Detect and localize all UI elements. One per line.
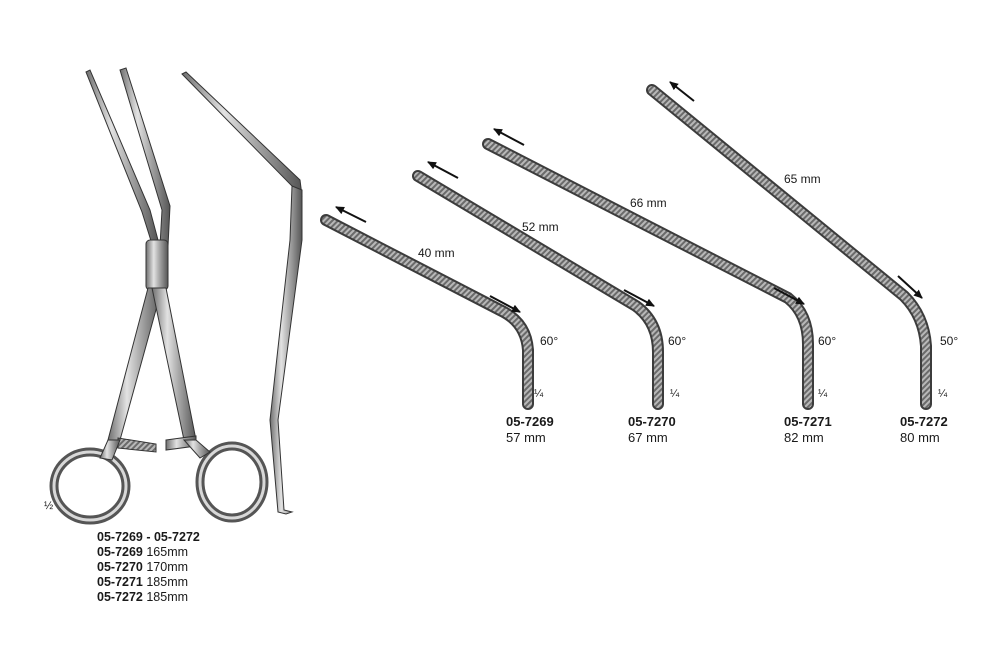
overview-item-length: 165mm	[146, 545, 189, 559]
jaw-drawing-05-7271	[482, 128, 814, 410]
clamp-front-view	[49, 67, 269, 525]
jaw-arrow-left	[427, 161, 459, 179]
jaw-code: 05-7272	[900, 414, 948, 429]
jaw-total-length: 57 mm	[506, 430, 546, 445]
overview-item-code: 05-7270	[97, 560, 143, 574]
jaw-code: 05-7270	[628, 414, 676, 429]
jaw-arrow-right	[897, 275, 923, 299]
overview-item-code: 05-7272	[97, 590, 143, 604]
jaw-total-length: 67 mm	[628, 430, 668, 445]
overview-item-code: 05-7269	[97, 545, 143, 559]
overview-item-length: 185mm	[146, 590, 189, 604]
jaw-scale: ¼	[670, 388, 680, 400]
overview-item-code: 05-7271	[97, 575, 143, 589]
jaw-scale: ¼	[534, 388, 544, 400]
overview-item-length: 185mm	[146, 575, 189, 589]
jaw-length-label: 40 mm	[418, 246, 455, 260]
overview-item: 05-7269 165mm	[97, 545, 188, 560]
jaw-scale: ¼	[938, 388, 948, 400]
jaw-arrow-right	[773, 287, 805, 305]
jaw-code: 05-7271	[784, 414, 832, 429]
jaw-arrow-right	[623, 289, 655, 307]
overview-item: 05-7270 170mm	[97, 560, 188, 575]
jaw-code: 05-7269	[506, 414, 554, 429]
jaw-drawing-05-7272	[646, 81, 932, 410]
overview-range: 05-7269 - 05-7272	[97, 530, 200, 544]
clamp-side-view	[181, 71, 303, 515]
jaw-length-label: 66 mm	[630, 196, 667, 210]
jaw-scale: ¼	[818, 388, 828, 400]
jaw-angle: 50°	[940, 334, 959, 348]
jaw-length-label: 65 mm	[784, 172, 821, 186]
overview-item: 05-7272 185mm	[97, 590, 188, 605]
jaw-length-label: 52 mm	[522, 220, 559, 234]
jaw-arrow-left	[335, 206, 367, 223]
jaw-arrow-left	[669, 81, 695, 102]
jaw-angle: 60°	[540, 334, 559, 348]
jaw-angle: 60°	[818, 334, 837, 348]
overview-item-length: 170mm	[146, 560, 189, 574]
overview-item: 05-7271 185mm	[97, 575, 188, 590]
jaw-arrow-right	[489, 295, 521, 313]
jaw-total-length: 82 mm	[784, 430, 824, 445]
jaw-drawing-05-7270	[412, 161, 664, 410]
overview-scale: ½	[44, 500, 54, 512]
jaw-arrow-left	[493, 128, 525, 146]
jaw-angle: 60°	[668, 334, 687, 348]
jaw-total-length: 80 mm	[900, 430, 940, 445]
jaw-drawing-05-7269	[320, 206, 534, 410]
